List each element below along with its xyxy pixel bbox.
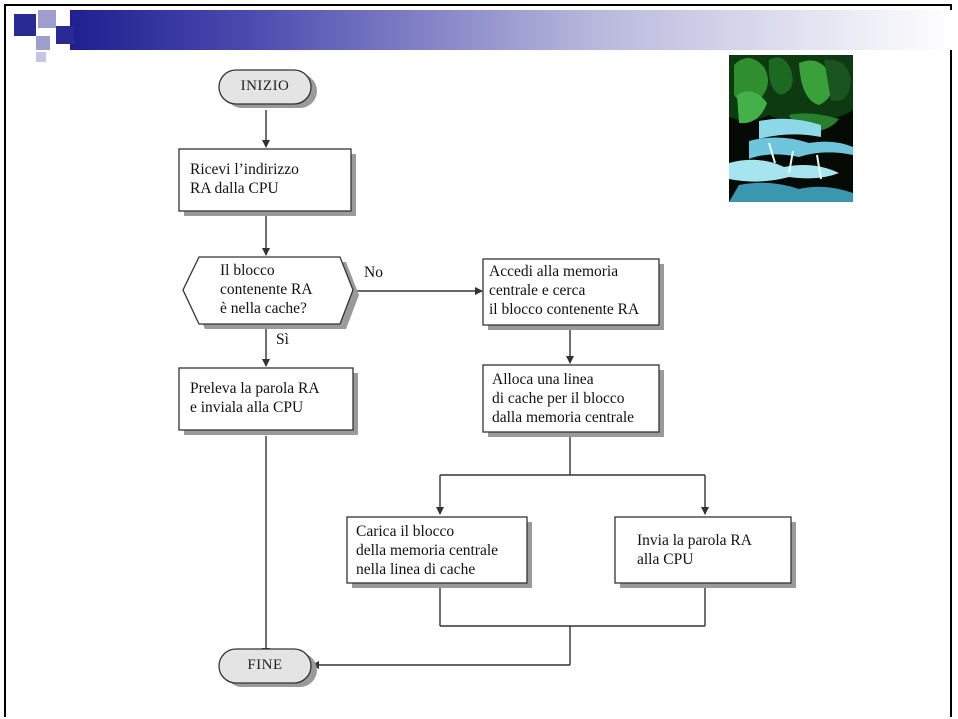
branch-yes-label: Sì	[276, 331, 289, 348]
load-block-text: Carica il blocco della memoria centrale …	[356, 523, 499, 578]
decision-text: Il blocco contenente RA è nella cache?	[220, 262, 313, 317]
access-memory-text: Accedi alla memoria centrale e cerca il …	[489, 263, 640, 318]
fetch-word-text: Preleva la parola RA e inviala alla CPU	[190, 380, 320, 416]
forest-waterfall-picture	[729, 55, 853, 202]
process-box-allocate	[482, 364, 664, 437]
receive-address-text: Ricevi l’indirizzo RA dalla CPU	[190, 161, 299, 197]
allocate-line-text: Alloca una linea di cache per il blocco …	[492, 371, 635, 426]
end-label: FINE	[247, 657, 283, 673]
slide-frame	[4, 4, 952, 717]
send-word-text: Invia la parola RA alla CPU	[637, 532, 752, 568]
end-terminal	[218, 648, 317, 687]
process-box-send-word	[614, 516, 796, 588]
process-box-fetch-word	[178, 367, 358, 435]
decision-hexagon	[182, 256, 359, 329]
process-box-access-memory	[482, 258, 664, 330]
start-terminal	[218, 69, 317, 108]
start-label: INIZIO	[240, 78, 290, 94]
branch-no-label: No	[364, 264, 383, 281]
process-box-receive	[178, 148, 356, 216]
process-box-load-block	[346, 516, 532, 588]
title-bar	[70, 10, 952, 50]
